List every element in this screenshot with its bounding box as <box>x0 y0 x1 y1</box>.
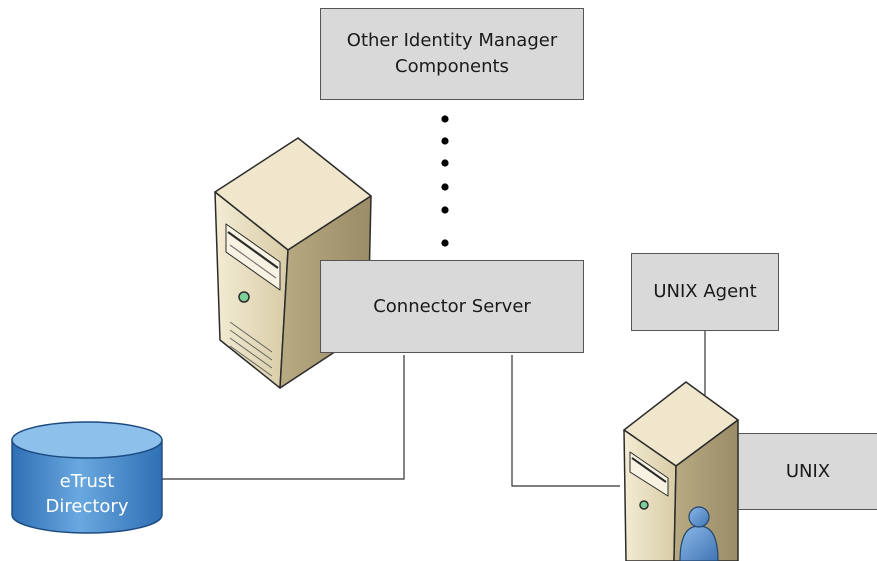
unix-box: UNIX <box>738 433 877 510</box>
other-components-label-line2: Components <box>395 56 509 77</box>
server-icon <box>214 137 372 389</box>
connector-server-box: Connector Server <box>320 260 584 353</box>
connector-to-unix-line <box>511 355 620 487</box>
connector-server-label: Connector Server <box>373 295 531 317</box>
dotted-connector <box>441 115 449 247</box>
unix-label: UNIX <box>785 460 831 482</box>
user-icon <box>679 506 719 561</box>
connector-to-directory-line <box>160 355 405 480</box>
connection-lines <box>160 330 706 487</box>
etrust-directory-line1: eTrust <box>59 471 115 492</box>
etrust-directory-line2: Directory <box>45 496 129 517</box>
database-icon <box>11 421 163 534</box>
other-components-label-line1: Other Identity Manager <box>346 30 558 51</box>
server-icon <box>623 381 739 561</box>
other-components-box: Other Identity Manager Components <box>320 8 584 100</box>
unix-agent-box: UNIX Agent <box>631 253 779 331</box>
unix-agent-label: UNIX Agent <box>653 281 757 302</box>
etrust-directory-label: eTrust Directory <box>12 469 162 519</box>
